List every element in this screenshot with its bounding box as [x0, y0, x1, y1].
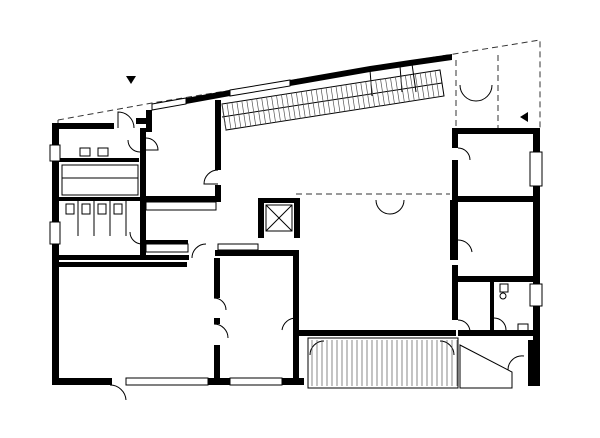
stair-tread [256, 98, 262, 125]
interior-walls [59, 100, 533, 380]
stair-tread [226, 103, 232, 130]
stair-tread [340, 85, 346, 112]
stair-tread [300, 91, 306, 118]
stair-tread [335, 86, 341, 113]
stair-tread [305, 90, 311, 117]
stair-tread [370, 80, 375, 107]
wc-fixtures [499, 283, 529, 333]
stair-tread [395, 76, 400, 104]
stair-tread [404, 75, 410, 102]
stair-tread [295, 92, 301, 119]
stair-tread [434, 70, 440, 97]
stair-tread [315, 89, 321, 116]
stair-tread [350, 83, 356, 110]
stair-tread [246, 100, 252, 127]
stair-tread [360, 82, 366, 109]
stair-tread [330, 86, 336, 114]
stair-tread [325, 87, 331, 114]
windows [49, 79, 543, 386]
stair-east [411, 63, 417, 93]
stair-tread [236, 101, 242, 128]
stair-tread [355, 83, 361, 110]
exterior-walls [52, 54, 540, 386]
stair-tread [414, 73, 420, 100]
stair-tread [424, 72, 430, 99]
stair-tread [271, 96, 276, 123]
stair-tread [266, 96, 271, 124]
stair-upper-treads [221, 70, 440, 131]
stair-tread [281, 94, 286, 121]
doors [109, 84, 525, 401]
stair-tread [380, 79, 385, 106]
elevator [265, 204, 293, 232]
entrance-marker-top [126, 76, 136, 84]
toilet-cubicles [61, 147, 139, 236]
stair-tread [261, 97, 266, 124]
corridor-counter [145, 201, 259, 253]
stair-tread [291, 93, 296, 120]
stair-tread [419, 73, 425, 100]
stair-tread [385, 78, 390, 105]
stair-tread [409, 74, 415, 101]
stair-tread [241, 100, 247, 127]
stair-tread [400, 76, 405, 103]
stair-tread [276, 95, 281, 122]
stair-tread [320, 88, 326, 115]
stair-tread [390, 77, 395, 104]
stair-tread [231, 102, 237, 129]
stair-tread [375, 79, 380, 107]
stair-lower-treads [311, 340, 458, 386]
stair-lower [307, 337, 513, 389]
entrance-marker-right [520, 112, 528, 122]
stair-tread [286, 93, 291, 121]
stair-tread [345, 84, 351, 111]
stair-tread [429, 71, 435, 98]
stair-tread [251, 99, 257, 126]
stair-tread [365, 81, 371, 108]
stair-tread [310, 90, 316, 117]
stair-tread [221, 103, 227, 131]
